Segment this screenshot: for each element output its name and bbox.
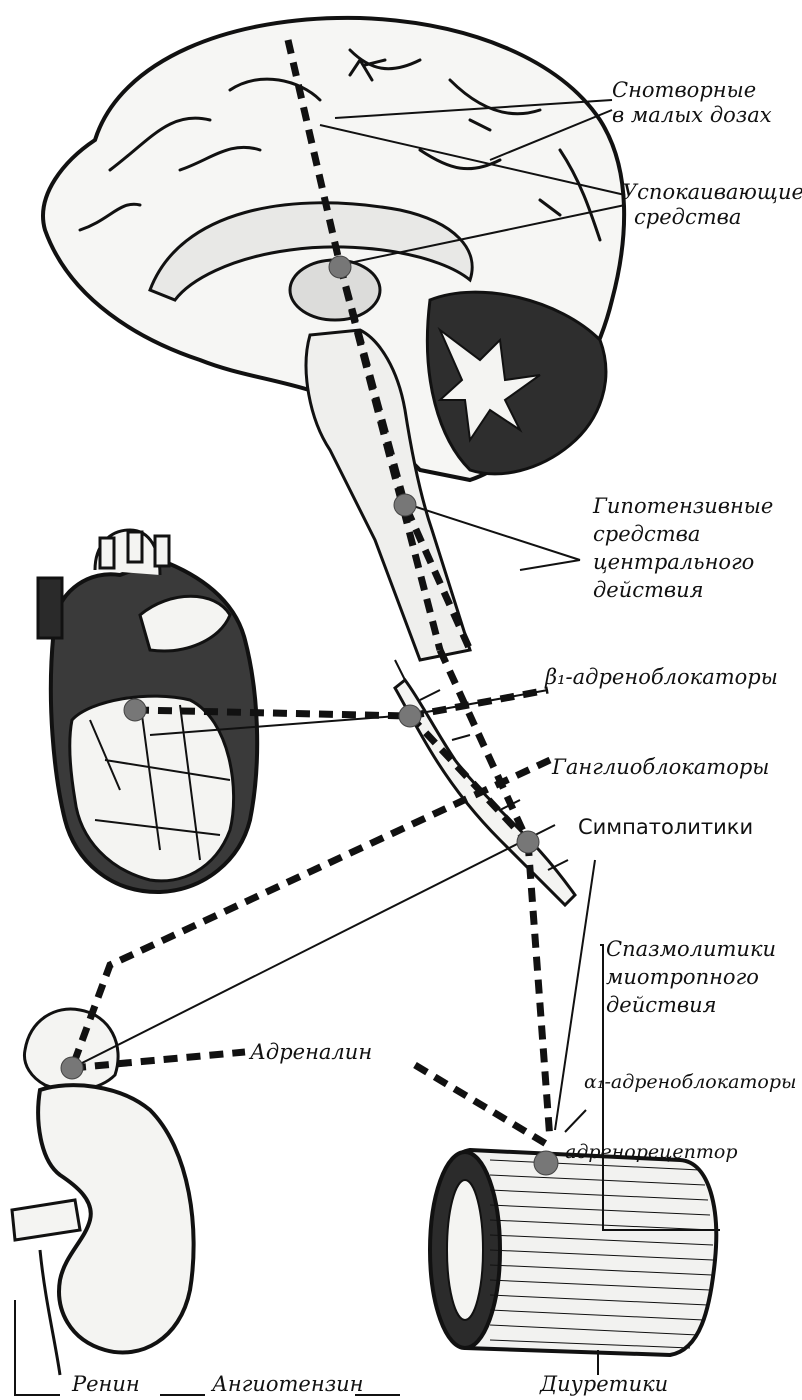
site-nerve-end-dot [517, 831, 539, 853]
label-angiotensin: Ангиотензин [212, 1372, 364, 1397]
label-adrenaline: Адреналин [250, 1040, 372, 1065]
label-myotropic-antispasmodics: Спазмолитики миотропного действия [606, 935, 776, 1019]
label-central-antihypertensives: Гипотензивные средства центрального дейс… [593, 492, 773, 604]
site-adrenoreceptor-dot [534, 1151, 558, 1175]
label-diuretics: Диуретики [540, 1372, 668, 1397]
label-beta1-blockers: β₁-адреноблокаторы [545, 665, 778, 690]
label-alpha1-blockers: α₁-адреноблокаторы [584, 1070, 797, 1095]
label-renin: Ренин [72, 1372, 140, 1397]
site-brain-dot [329, 256, 351, 278]
sympathetic-nerve-illustration [395, 660, 575, 905]
label-adrenoreceptor: адренорецептор [565, 1140, 738, 1165]
label-ganglionic-blockers: Ганглиоблокаторы [552, 755, 769, 780]
label-sedatives: Успокаивающие средства [622, 180, 802, 230]
site-heart-dot [124, 699, 146, 721]
site-adrenal-dot [61, 1057, 83, 1079]
site-medulla-dot [394, 494, 416, 516]
label-hypnotics: Снотворные в малых дозах [612, 78, 772, 128]
label-sympatholytics: Симпатолитики [578, 815, 753, 840]
site-ganglion-dot [399, 705, 421, 727]
blood-vessel-illustration [430, 1150, 716, 1355]
